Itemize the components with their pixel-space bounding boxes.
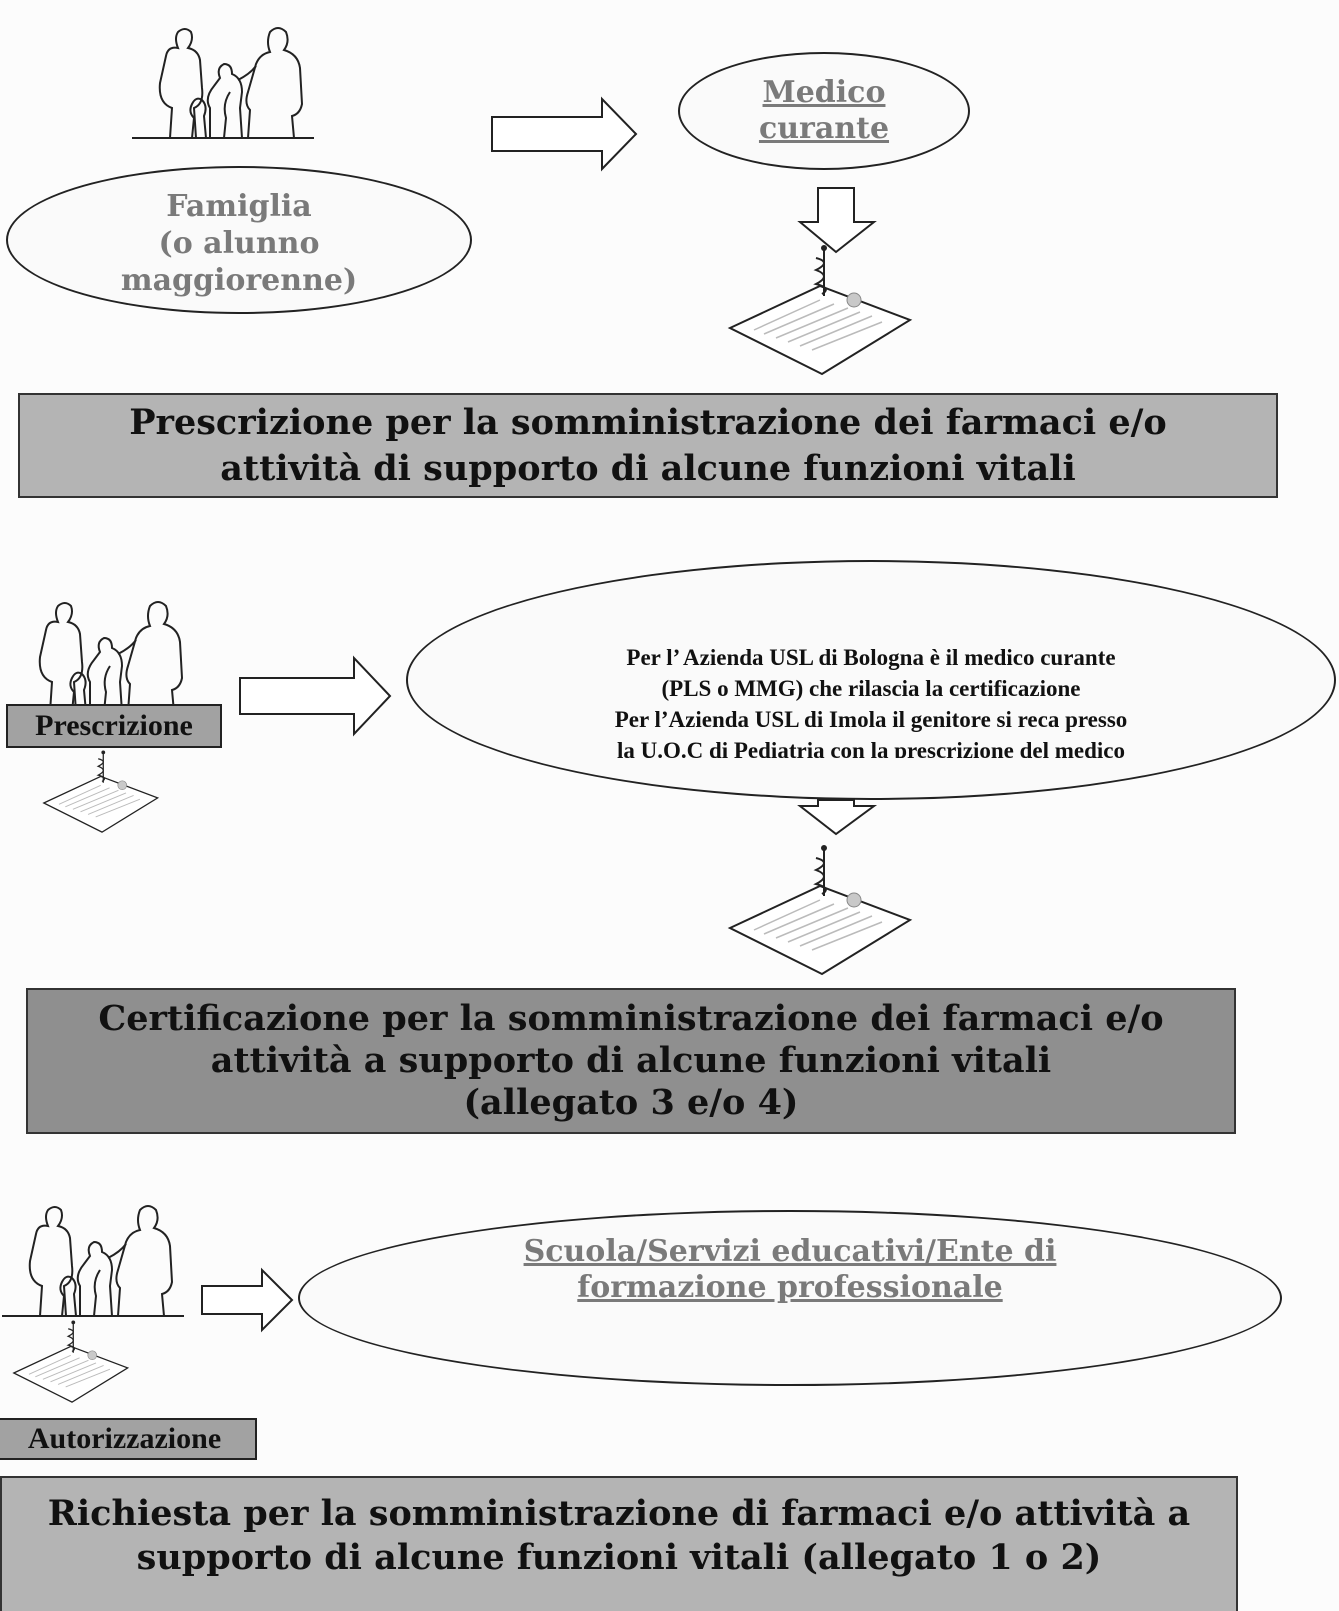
family-icon <box>11 601 195 713</box>
prescription-banner-line-1: Prescrizione per la somministrazione dei… <box>129 401 1167 443</box>
family-label-line-1: Famiglia <box>166 189 312 224</box>
info-ellipse: Per l’ Azienda USL di Bologna è il medic… <box>406 560 1336 800</box>
prescription-banner-line-2: attività di supporto di alcune funzioni … <box>220 447 1076 489</box>
prescription-banner: Prescrizione per la somministrazione dei… <box>18 393 1278 498</box>
info-line-2: (PLS o MMG) che rilascia la certificazio… <box>661 676 1081 701</box>
family-label-line-3: maggiorenne) <box>120 263 358 298</box>
arrow-down-icon <box>797 799 878 836</box>
family-ellipse: Famiglia (o alunno maggiorenne) <box>6 166 472 314</box>
arrow-right-icon <box>239 655 392 737</box>
doctor-label-line-1: Medico <box>762 75 886 110</box>
doctor-label-line-2: curante <box>758 111 890 146</box>
prescription-document-icon <box>729 844 911 975</box>
family-icon <box>131 27 315 139</box>
school-ellipse: Scuola/Servizi educativi/Ente di formazi… <box>298 1210 1282 1386</box>
info-line-4: la U.O.C di Pediatria con la prescrizion… <box>616 738 1126 758</box>
family-icon <box>1 1205 185 1317</box>
prescription-document-icon <box>729 244 911 375</box>
family-label-line-2: (o alunno <box>158 226 320 261</box>
prescription-document-icon <box>13 1319 129 1403</box>
arrow-right-icon <box>491 96 638 172</box>
request-banner-line-2: supporto di alcune funzioni vitali (alle… <box>136 1537 1102 1578</box>
info-line-3: Per l’Azienda USL di Imola il genitore s… <box>614 707 1128 732</box>
info-line-1: Per l’ Azienda USL di Bologna è il medic… <box>626 645 1116 670</box>
autorizzazione-tag: Autorizzazione <box>0 1418 257 1460</box>
prescrizione-tag: Prescrizione <box>6 704 222 748</box>
certification-banner: Certificazione per la somministrazione d… <box>26 988 1236 1134</box>
request-banner: Richiesta per la somministrazione di far… <box>0 1476 1238 1611</box>
arrow-right-icon <box>201 1267 294 1333</box>
school-label-line-2: formazione professionale <box>577 1270 1003 1305</box>
prescription-document-icon <box>43 749 159 833</box>
certification-banner-line-3: (allegato 3 e/o 4) <box>463 1082 799 1123</box>
school-label-line-1: Scuola/Servizi educativi/Ente di <box>523 1234 1057 1269</box>
arrow-down-icon <box>797 187 877 254</box>
certification-banner-line-2: attività a supporto di alcune funzioni v… <box>210 1040 1052 1081</box>
certification-banner-line-1: Certificazione per la somministrazione d… <box>98 998 1164 1039</box>
doctor-ellipse: Medico curante <box>678 52 970 170</box>
request-banner-line-1: Richiesta per la somministrazione di far… <box>47 1493 1191 1534</box>
